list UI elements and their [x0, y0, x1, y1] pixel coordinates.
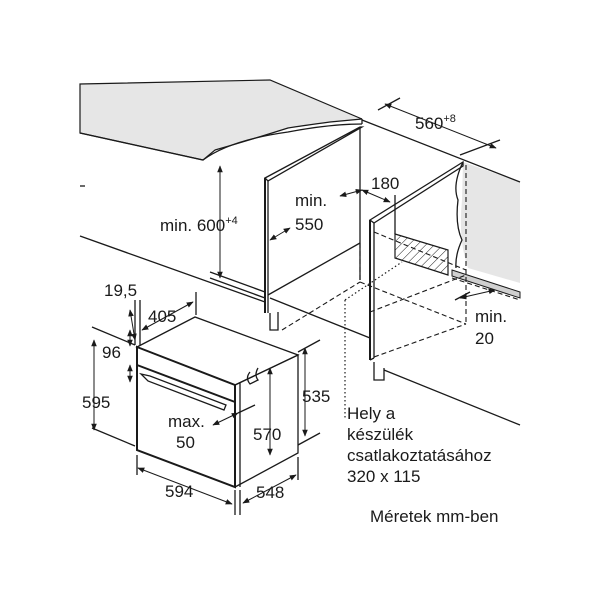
label-depth-548: 548	[256, 483, 284, 502]
label-gap-20: 20	[475, 329, 494, 348]
oven	[135, 316, 300, 489]
label-max-50: 50	[176, 433, 195, 452]
oven-handle	[138, 372, 227, 411]
label-max: max.	[168, 412, 205, 431]
label-front-thickness: 19,5	[104, 281, 137, 300]
connection-area-hatch	[394, 233, 449, 276]
right-cabinet	[368, 160, 521, 426]
label-panel-96: 96	[102, 343, 121, 362]
connection-note-line-4: 320 x 115	[347, 467, 420, 486]
label-height-595: 595	[82, 393, 110, 412]
label-height-570: 570	[253, 425, 281, 444]
label-depth-550: 550	[295, 215, 323, 234]
label-depth-405: 405	[148, 307, 176, 326]
label-depth-min: min.	[295, 191, 327, 210]
label-vent-180: 180	[371, 174, 399, 193]
label-counter-height: min. 600+4	[160, 215, 238, 235]
connection-note-line-2: készülék	[347, 425, 414, 444]
right-wall	[460, 162, 520, 283]
connection-note-line-1: Hely a	[347, 404, 396, 423]
label-height-535: 535	[302, 387, 330, 406]
label-gap-min: min.	[475, 307, 507, 326]
left-cabinet	[263, 126, 371, 339]
label-width-594: 594	[165, 482, 193, 501]
countertop	[79, 79, 363, 161]
label-niche-width: 560+8	[415, 113, 456, 133]
dimension-lines	[91, 97, 501, 515]
units-note: Méretek mm-ben	[370, 507, 498, 526]
connection-note-line-3: csatlakoztatásához	[347, 446, 492, 465]
